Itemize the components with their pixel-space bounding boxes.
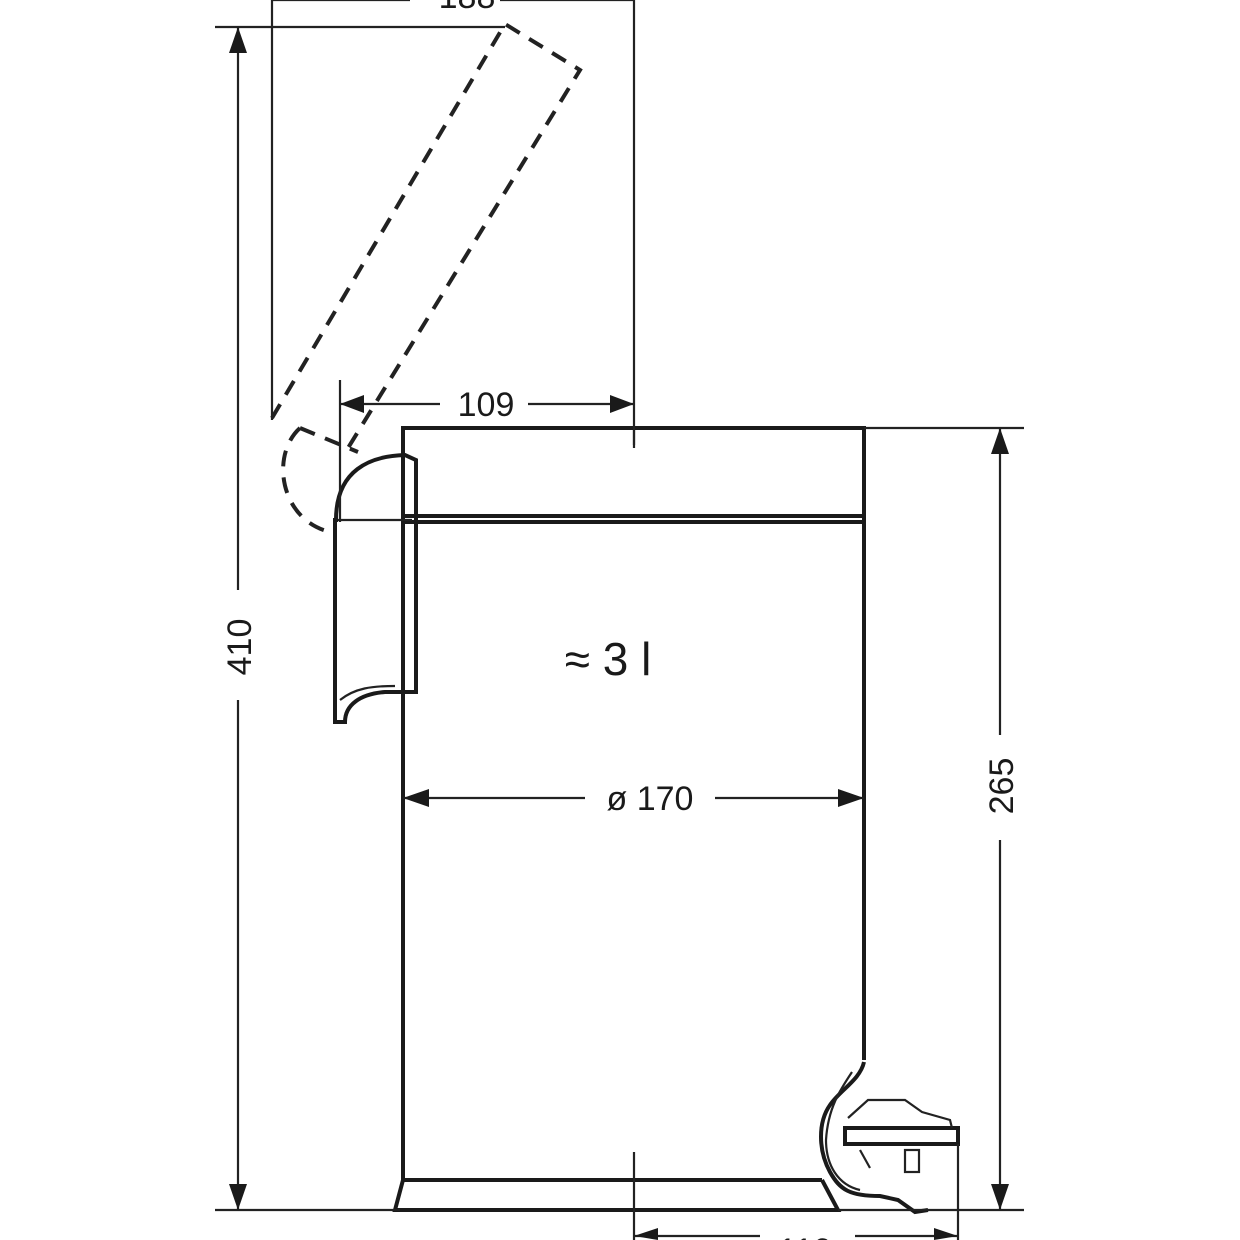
dimension-pedal-depth-label: 110 xyxy=(778,1232,832,1240)
capacity-label: ≈ 3 l xyxy=(565,633,652,685)
dimension-total-height: 410 xyxy=(215,25,505,1212)
dimension-total-height-label: 410 xyxy=(221,619,259,676)
dimension-diameter-label: ø 170 xyxy=(607,780,694,818)
dimension-top-width-label: 188 xyxy=(439,0,496,16)
dimension-top-width: 188 xyxy=(270,0,636,445)
dimension-lid-offset: 109 xyxy=(338,380,634,522)
open-lid-outline xyxy=(270,21,583,534)
dimension-lid-offset-label: 109 xyxy=(458,386,515,424)
dimension-body-height: 265 xyxy=(838,426,1024,1212)
dimension-diameter: ø 170 xyxy=(403,780,864,818)
lid-hinge xyxy=(333,452,418,724)
foot-pedal xyxy=(819,1061,960,1215)
bin-body xyxy=(392,426,866,1212)
dimension-body-height-label: 265 xyxy=(983,758,1021,815)
dimension-pedal-depth: 110 xyxy=(634,1144,960,1240)
